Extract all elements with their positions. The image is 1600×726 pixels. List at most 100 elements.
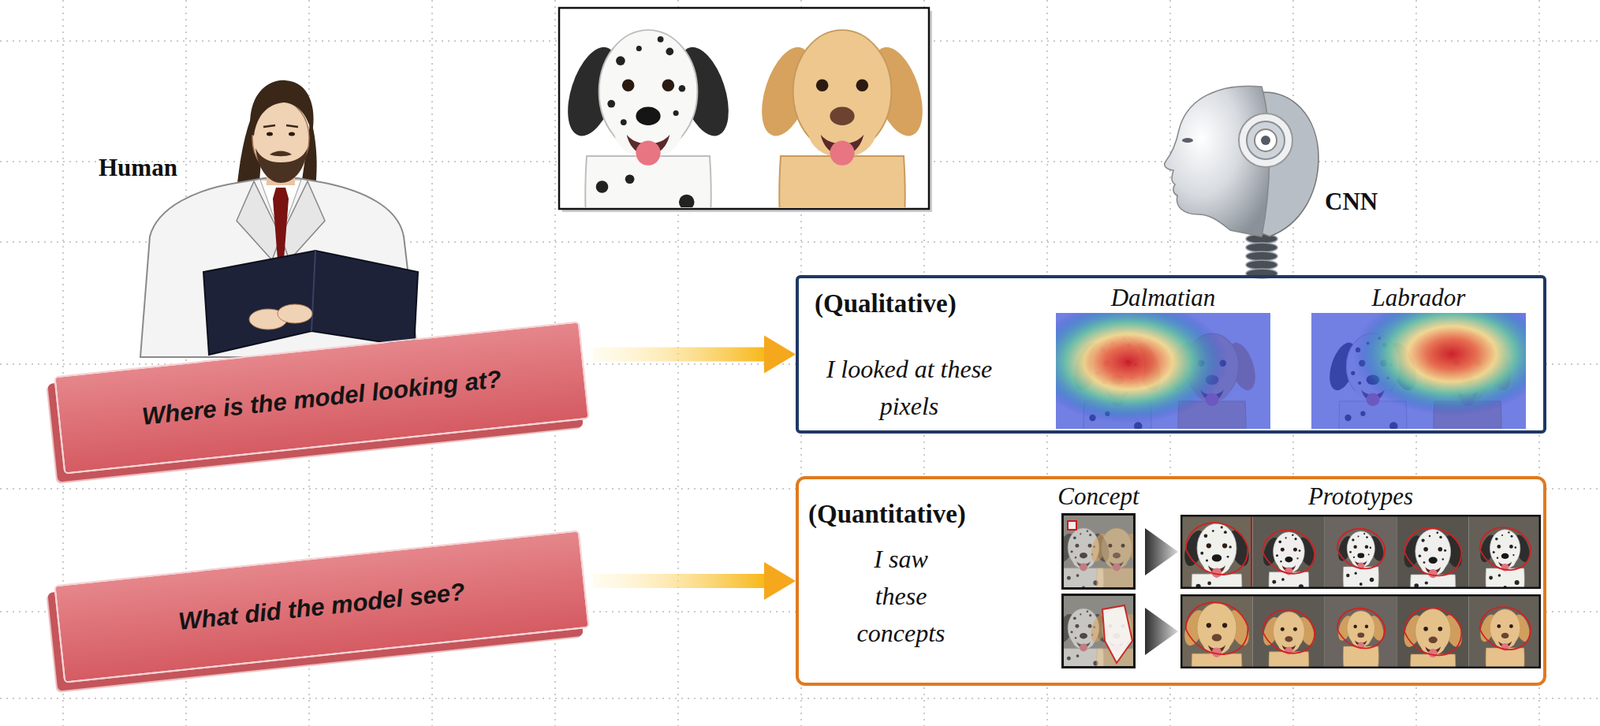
concept-image-part-part [1073,537,1077,541]
prototype-strip-part [1263,529,1316,574]
prototype-strip-part-part [1368,554,1370,556]
text-holder: I looked at these pixels [802,350,1016,426]
prototype-strip-part-part [1357,536,1360,538]
prototype-strip-part-part [1428,637,1438,644]
human-figure-part [272,187,289,261]
prototype-strip-part-part [1428,569,1438,579]
dog-photo-content-part-part [673,110,679,116]
concept-image-part-part [1089,533,1092,537]
prototype-strip-part [1335,531,1387,590]
text-holder: I saw these concepts [847,540,955,653]
concept-image-part [1062,514,1135,590]
heatmap [1311,313,1526,429]
prototype-strip-part-part [1365,625,1369,629]
prototype-strip-part-part [1365,545,1369,549]
human-figure-part [255,148,308,183]
prototype-strip-part-part [1349,551,1352,554]
dog-photo-content-part-part [635,141,661,166]
prototype-strip-part-part [1342,566,1379,590]
prototype-strip-part [1396,514,1469,590]
prototype-strip-part-part [1275,554,1279,557]
human-figure [140,80,418,358]
robot-head-part [1260,135,1271,146]
prototype-strip-part-part [1501,534,1504,537]
flow-arrow [593,335,796,374]
prototype-strip-part-part [1222,543,1228,549]
dog-photo-content-part-part [856,79,869,93]
prototype-strip-part-part [1285,537,1287,539]
dog-photo-content-part-part [607,100,616,109]
concept-image-part [1102,605,1133,664]
concept-image-part-part [1112,563,1121,572]
heatmap-image: Labrador [1311,283,1526,431]
concept-image-part-part [1070,630,1074,634]
prototype-strip-part-part [1206,622,1212,628]
prototype-strip-part-part [1438,626,1444,632]
prototype-strip-part-part [1495,537,1499,541]
prototype-strip-part-part [1296,557,1298,560]
dog-photo-content-part-part [622,79,635,93]
prototype-strip-part-part [1280,548,1285,552]
prototype-strip-part-part [1501,633,1510,639]
prototype-strip-part-part [1509,624,1514,629]
prototype-strip-part [1480,527,1531,571]
human-figure-part [311,250,316,332]
image-caption: Prototypes [1180,482,1541,511]
dog-photo-content-part [560,29,739,208]
concept-arrows-part [1144,607,1179,656]
prototype-strip-part-part [1485,568,1525,590]
prototype-strip-part [1400,609,1466,669]
concept-image-part-part [1079,563,1088,572]
prototype-strip-part [1186,522,1249,575]
prototype-strips: Prototypes [1180,482,1541,669]
panel-body: I looked at these pixels [802,350,1016,426]
label-holder: Human [98,153,178,183]
panel-heading: (Qualitative) [814,289,957,319]
heatmap [1055,313,1271,429]
heatmap-image: Dalmatian [1055,283,1271,431]
prototype-strip-part-part [1342,646,1379,669]
prototype-strip-part-part [1488,576,1493,581]
concept-image-part-part [1112,552,1121,559]
prototype-strip-part-part [1363,533,1366,535]
concept-image-part-part [1088,624,1093,629]
prototype-strip-part-part [1510,535,1514,538]
prototype-strip-part-part [1353,625,1357,629]
concept-image-part-part [1066,576,1071,581]
prototype-strip-part-part [1346,574,1350,578]
concept-image-part-part [1076,654,1080,658]
prototype-strip-part-part [1223,530,1228,534]
human-figure-part [140,178,418,358]
prototype-strip-part-part [1365,536,1369,539]
human-figure-part [277,304,313,324]
grid-line [0,697,1600,700]
concept-image-part [1062,595,1135,668]
concept-image-part-part [1079,533,1082,535]
robot-head-part [1254,129,1277,152]
prototype-strip-part-part [1207,581,1212,586]
prototype-strip-part [1335,611,1387,669]
concept-image-part-part [1074,637,1077,639]
robot-head [1164,85,1319,279]
prototype-strip-part-part [1514,580,1520,586]
prototype-strip-part-part [1423,626,1429,632]
dog-photo-content-part-part [615,55,626,66]
prototype-strip-part [1263,609,1316,653]
prototype-strip-part-part [1354,572,1358,575]
arrow-head [764,335,796,374]
prototype-strip-part [1404,528,1462,577]
prototype-strip-part-part [1222,622,1228,628]
concept-arrows [1144,528,1179,656]
prototype-strip-part-part [1271,580,1276,585]
image-caption: Labrador [1311,283,1526,313]
prototype-strip-part-part [1291,533,1294,536]
concept-image-part-part [1086,529,1089,532]
dog-photo-content-part-part [829,107,855,126]
heatmap-part [1055,313,1228,424]
prototype-strip-part-part [1421,539,1425,543]
dog-photo-content-part-part [665,48,674,56]
figure-label: Human [98,153,178,183]
prototype-strip-part-part [1492,551,1496,554]
quantitative-panel: (Quantitative)I saw these conceptsConcep… [795,476,1547,687]
figure-label: CNN [1324,187,1378,217]
